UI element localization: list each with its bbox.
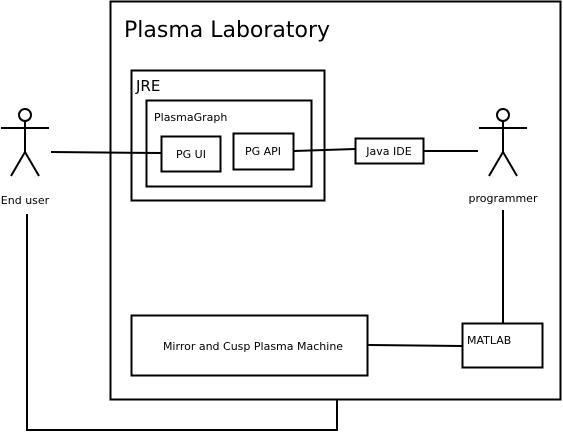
- jre-box: [130, 69, 326, 202]
- java-ide-label: Java IDE: [365, 145, 411, 158]
- plasma-laboratory-box: [109, 0, 562, 401]
- pg-api-label: PG API: [245, 145, 281, 158]
- end-user-actor-icon: [1, 108, 49, 177]
- edge-pg-api-java-ide: [293, 148, 356, 152]
- java-ide-box: [354, 137, 425, 165]
- plasmagraph-label: PlasmaGraph: [154, 111, 227, 124]
- plasma-machine-label: Mirror and Cusp Plasma Machine: [163, 340, 343, 353]
- matlab-box: [461, 322, 544, 369]
- plasmagraph-box: [145, 99, 313, 188]
- pg-api-box: [232, 132, 295, 171]
- pg-ui-label: PG UI: [176, 148, 206, 161]
- edge-end-user-pg-ui: [50, 151, 162, 154]
- edge-end-user-laboratory: [26, 214, 338, 431]
- pg-ui-box: [160, 135, 222, 173]
- edge-matlab-machine: [367, 344, 463, 347]
- programmer-label: programmer: [469, 192, 538, 205]
- plasma-laboratory-label: Plasma Laboratory: [124, 18, 330, 43]
- end-user-label: End user: [1, 194, 50, 207]
- programmer-actor-icon: [479, 108, 527, 177]
- plasma-machine-box: [130, 314, 369, 377]
- jre-label: JRE: [135, 77, 160, 95]
- matlab-label: MATLAB: [467, 334, 511, 347]
